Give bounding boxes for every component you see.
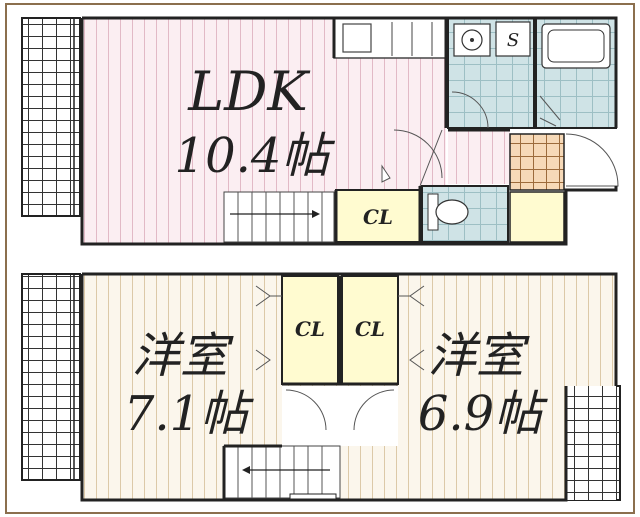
balcony-lower-west — [21, 273, 81, 481]
bathtub — [541, 23, 611, 69]
east-room-door-swing — [353, 389, 395, 431]
east-room-size: 6.9帖 — [418, 386, 548, 442]
stairs-lower — [223, 445, 341, 499]
ldk-size: 10.4帖 — [175, 128, 336, 184]
washer-label: S — [507, 30, 519, 51]
outer-frame — [5, 3, 635, 514]
balcony-upper — [21, 17, 81, 217]
west-room-door-swing — [285, 389, 327, 431]
shoe-cabinet — [509, 191, 565, 243]
kitchen-sink — [342, 23, 372, 53]
lower-hall — [282, 386, 398, 446]
lower-floor: CL CL — [21, 272, 621, 502]
west-room-name: 洋室 — [132, 328, 234, 384]
closet-lower-east-label: CL — [355, 317, 385, 341]
entrance-floor — [509, 133, 565, 191]
washroom-door-swing — [451, 91, 489, 129]
west-room-size: 7.1帖 — [124, 386, 254, 442]
east-room-name: 洋室 — [428, 328, 530, 384]
ldk-name: LDK — [187, 60, 310, 123]
closet-lower-east — [341, 275, 399, 385]
washer-space — [495, 21, 531, 57]
entrance-door-swing — [565, 133, 619, 187]
closet-upper-label: CL — [363, 205, 393, 229]
upper-floor: CL S — [21, 16, 619, 246]
hall-floor — [448, 130, 510, 184]
ldk-door-swing — [393, 129, 443, 179]
stairs-upper — [223, 191, 335, 243]
closet-upper — [335, 189, 421, 243]
closet-lower-west — [281, 275, 339, 385]
toilet-icon — [435, 199, 469, 225]
closet-lower-west-label: CL — [295, 317, 325, 341]
bathroom-door-swing — [539, 95, 561, 121]
